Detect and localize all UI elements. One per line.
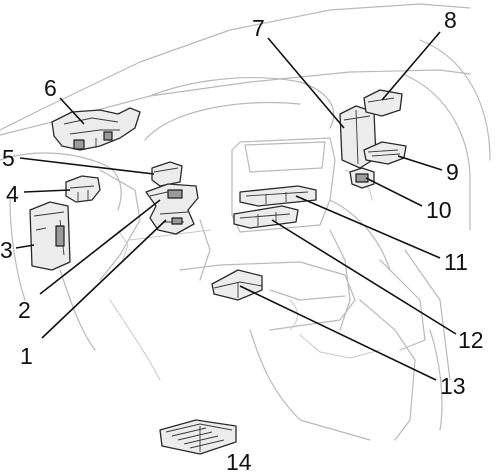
callout-1: 1: [20, 343, 33, 369]
callout-2: 2: [18, 297, 31, 323]
part-12-switch-panel: [234, 206, 298, 228]
leader-7: [268, 38, 344, 128]
callout-6: 6: [44, 75, 57, 101]
callout-11: 11: [444, 249, 468, 275]
part-8-module: [364, 90, 402, 116]
part-10-connector: [350, 168, 374, 188]
part-6-junction-block: [52, 108, 140, 150]
part-2-part-1-module: [146, 184, 198, 234]
callout-10: 10: [426, 197, 452, 223]
leader-5: [20, 158, 154, 174]
leader-10: [366, 178, 422, 206]
part-11-switch-panel: [240, 186, 316, 206]
callout-7: 7: [252, 15, 265, 41]
callout-12: 12: [458, 327, 484, 353]
leader-4: [24, 190, 70, 192]
callout-13: 13: [440, 373, 466, 399]
part-5-relay: [152, 162, 182, 186]
callout-14: 14: [226, 449, 252, 472]
callout-9: 9: [446, 159, 459, 185]
part-14-fuse-box: [160, 420, 236, 454]
callout-5: 5: [2, 145, 15, 171]
part-4-bracket: [66, 176, 100, 202]
callout-3: 3: [0, 237, 13, 263]
leader-9: [398, 156, 442, 170]
part-3-ecu: [30, 202, 70, 270]
leader-12: [272, 220, 456, 334]
callout-4: 4: [6, 181, 19, 207]
leader-13: [240, 286, 436, 380]
callout-8: 8: [444, 7, 457, 33]
leader-8: [382, 32, 440, 100]
part-13-box: [212, 270, 262, 300]
